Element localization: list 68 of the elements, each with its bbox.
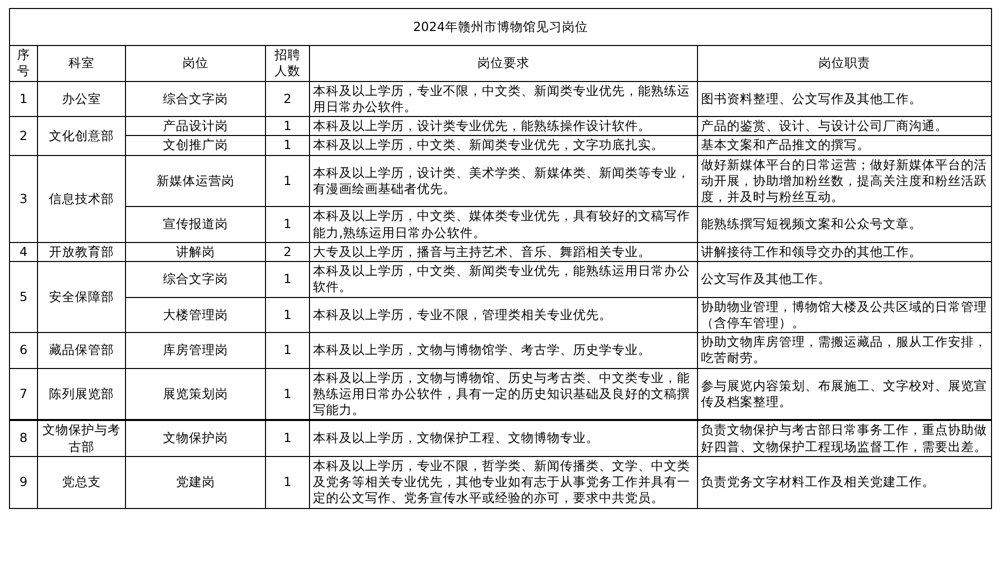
table-cell: 公文写作及其他工作。: [698, 262, 992, 297]
table-title: 2024年赣州市博物馆见习岗位: [10, 8, 992, 46]
table-cell: 文化创意部: [38, 116, 126, 155]
table-cell: 3: [10, 155, 38, 242]
table-cell: 本科及以上学历，专业不限，管理类相关专业优先。: [310, 297, 698, 332]
column-header: 科室: [38, 46, 126, 81]
table-cell: 宣传报道岗: [126, 206, 266, 242]
table-cell: 新媒体运营岗: [126, 155, 266, 207]
table-cell: 1: [266, 136, 310, 155]
table-cell: 能熟练撰写短视频文案和公众号文章。: [698, 206, 992, 242]
table-cell: 1: [266, 116, 310, 136]
table-cell: 1: [266, 332, 310, 368]
table-cell: 综合文字岗: [126, 81, 266, 116]
table-cell: 本科及以上学历，文物保护工程、文物博物专业。: [310, 420, 698, 456]
table-cell: 1: [10, 81, 38, 116]
table-cell: 本科及以上学历，中文类、新闻类专业优先，能熟练运用日常办公软件。: [310, 262, 698, 297]
table-cell: 信息技术部: [38, 155, 126, 242]
table-cell: 9: [10, 456, 38, 508]
column-header: 招聘人数: [266, 46, 310, 81]
table-cell: 本科及以上学历，设计类专业优先，能熟练操作设计软件。: [310, 116, 698, 136]
table-cell: 1: [266, 262, 310, 297]
table-cell: 1: [266, 206, 310, 242]
table-cell: 1: [266, 155, 310, 207]
column-header: 岗位要求: [310, 46, 698, 81]
column-header: 岗位: [126, 46, 266, 81]
table-cell: 本科及以上学历，中文类、新闻类专业优先，文字功底扎实。: [310, 136, 698, 155]
table-cell: 2: [10, 116, 38, 155]
table-cell: 1: [266, 420, 310, 456]
table-cell: 4: [10, 242, 38, 262]
table-cell: 本科及以上学历，文物与博物馆学、考古学、历史学专业。: [310, 332, 698, 368]
table-cell: 文物保护岗: [126, 420, 266, 456]
table-cell: 安全保障部: [38, 262, 126, 332]
table-cell: 产品设计岗: [126, 116, 266, 136]
table-cell: 基本文案和产品推文的撰写。: [698, 136, 992, 155]
table-cell: 综合文字岗: [126, 262, 266, 297]
table-cell: 文创推广岗: [126, 136, 266, 155]
table-cell: 2: [266, 242, 310, 262]
table-cell: 协助文物库房管理，需搬运藏品，服从工作安排，吃苦耐劳。: [698, 332, 992, 368]
table-cell: 大楼管理岗: [126, 297, 266, 332]
table-cell: 2: [266, 81, 310, 116]
table-cell: 大专及以上学历，播音与主持艺术、音乐、舞蹈相关专业。: [310, 242, 698, 262]
table-cell: 办公室: [38, 81, 126, 116]
table-cell: 1: [266, 456, 310, 508]
table-cell: 负责文物保护与考古部日常事务工作，重点协助做好四普、文物保护工程现场监督工作，需要出差。: [698, 420, 992, 456]
table-cell: 协助物业管理，博物馆大楼及公共区域的日常管理（含停车管理）。: [698, 297, 992, 332]
table-cell: 讲解岗: [126, 242, 266, 262]
table-cell: 文物保护与考古部: [38, 420, 126, 456]
table-cell: 6: [10, 332, 38, 368]
column-header: 序号: [10, 46, 38, 81]
table-cell: 5: [10, 262, 38, 332]
table-cell: 7: [10, 368, 38, 420]
table-cell: 本科及以上学历，专业不限，哲学类、新闻传播类、文学、中文类及党务等相关专业优先，其他专业如有志于从事党务工作并具有一定的公文写作、党务宣传水平或经验的亦可，要求中共党员。: [310, 456, 698, 508]
table-cell: 讲解接待工作和领导交办的其他工作。: [698, 242, 992, 262]
table-cell: 本科及以上学历，中文类、媒体类专业优先，具有较好的文稿写作能力,熟练运用日常办公软件。: [310, 206, 698, 242]
table-cell: 党总支: [38, 456, 126, 508]
column-header: 岗位职责: [698, 46, 992, 81]
table-cell: 图书资料整理、公文写作及其他工作。: [698, 81, 992, 116]
table-cell: 产品的鉴赏、设计、与设计公司厂商沟通。: [698, 116, 992, 136]
table-cell: 党建岗: [126, 456, 266, 508]
table-cell: 本科及以上学历，专业不限，中文类、新闻类专业优先，能熟练运用日常办公软件。: [310, 81, 698, 116]
table-cell: 开放教育部: [38, 242, 126, 262]
table-cell: 做好新媒体平台的日常运营；做好新媒体平台的活动开展，协助增加粉丝数，提高关注度和粉丝活跃度，并及时与粉丝互动。: [698, 155, 992, 207]
table-cell: 藏品保管部: [38, 332, 126, 368]
table-cell: 本科及以上学历，设计类、美术学类、新媒体类、新闻类等专业，有漫画绘画基础者优先。: [310, 155, 698, 207]
table-cell: 负责党务文字材料工作及相关党建工作。: [698, 456, 992, 508]
table-cell: 1: [266, 297, 310, 332]
table-cell: 8: [10, 420, 38, 456]
table-cell: 库房管理岗: [126, 332, 266, 368]
